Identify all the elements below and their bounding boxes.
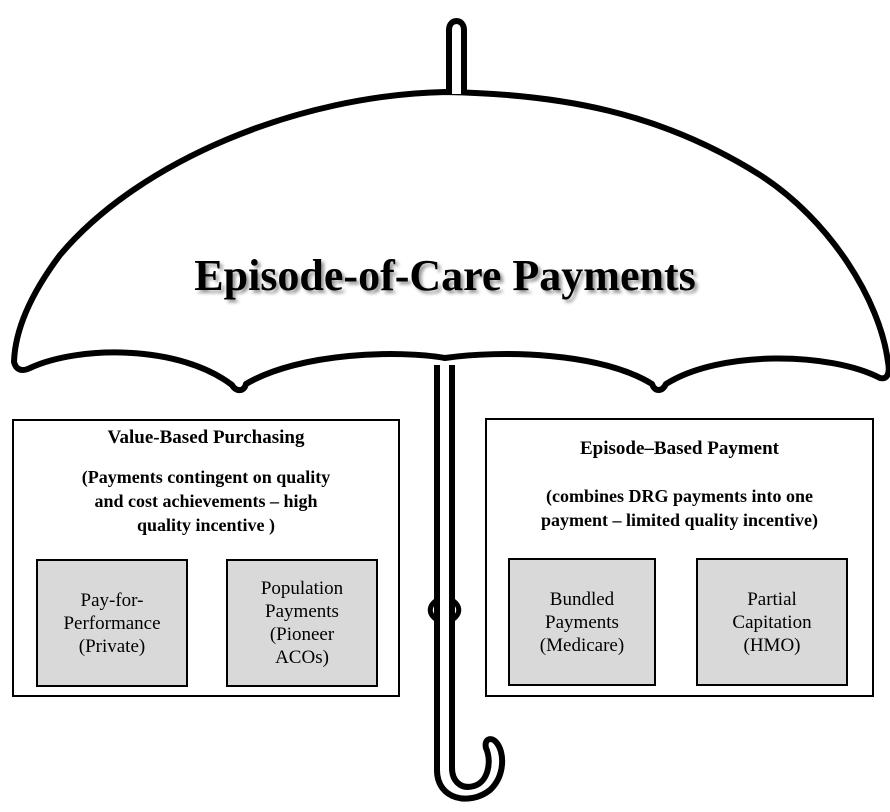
episode-based-payment-panel: Episode–Based Payment (combines DRG paym… — [485, 418, 874, 697]
box-label: Pay-for- Performance (Private) — [63, 589, 161, 657]
partial-capitation-box: Partial Capitation (HMO) — [696, 558, 848, 686]
panel-description: (Payments contingent on quality and cost… — [81, 467, 331, 535]
umbrella-joint — [427, 597, 462, 623]
box-label: Partial Capitation (HMO) — [732, 588, 812, 656]
pay-for-performance-box: Pay-for- Performance (Private) — [36, 559, 188, 687]
bundled-payments-box: Bundled Payments (Medicare) — [508, 558, 656, 686]
panel-heading: Value-Based Purchasing — [107, 427, 305, 448]
panel-heading: Episode–Based Payment — [580, 438, 779, 459]
box-label: Population Payments (Pioneer ACOs) — [260, 578, 344, 668]
box-label: Bundled Payments (Medicare) — [539, 588, 625, 656]
panel-description: (combines DRG payments into one payment … — [541, 486, 818, 530]
diagram-title: Episode-of-Care Payments — [194, 251, 696, 300]
value-based-purchasing-panel: Value-Based Purchasing (Payments conting… — [12, 419, 400, 697]
population-payments-box: Population Payments (Pioneer ACOs) — [226, 559, 378, 687]
umbrella-shaft — [434, 365, 506, 802]
umbrella-tip — [446, 18, 467, 94]
umbrella-canopy — [11, 89, 890, 394]
